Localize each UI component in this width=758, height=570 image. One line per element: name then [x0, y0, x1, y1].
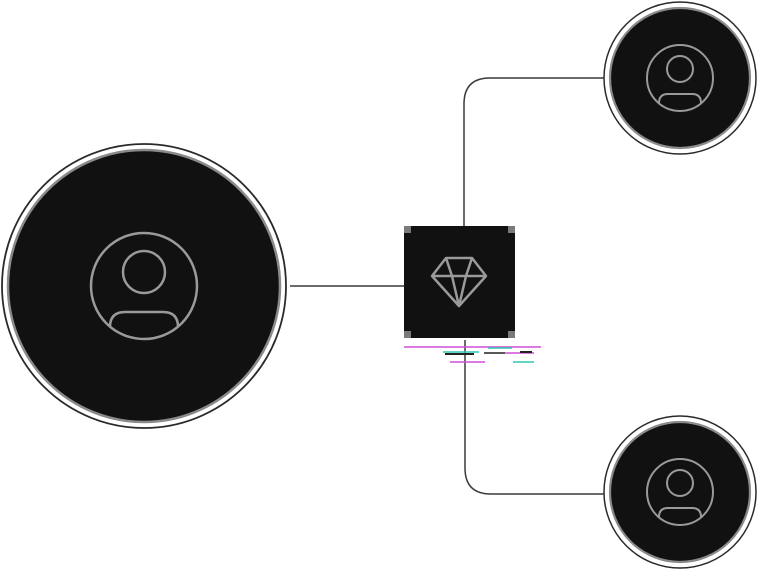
user-icon	[646, 458, 714, 526]
user-node-bottom[interactable]	[603, 415, 757, 569]
user-node-large[interactable]	[1, 143, 287, 429]
handle-bottom-right[interactable]	[508, 331, 515, 338]
user-icon	[89, 231, 199, 341]
handle-bottom-left[interactable]	[404, 331, 411, 338]
handle-top-left[interactable]	[404, 226, 411, 233]
connectors	[290, 77, 604, 495]
diamond-icon	[430, 256, 488, 308]
glitch-artifact	[404, 346, 541, 363]
connector-hub-to-user-bottom	[464, 340, 604, 495]
handle-top-right[interactable]	[508, 226, 515, 233]
connector-hub-to-user-top	[463, 77, 604, 226]
hub-node[interactable]	[404, 226, 515, 338]
selection-handles	[404, 226, 515, 338]
user-icon	[646, 44, 714, 112]
user-node-top[interactable]	[603, 1, 757, 155]
